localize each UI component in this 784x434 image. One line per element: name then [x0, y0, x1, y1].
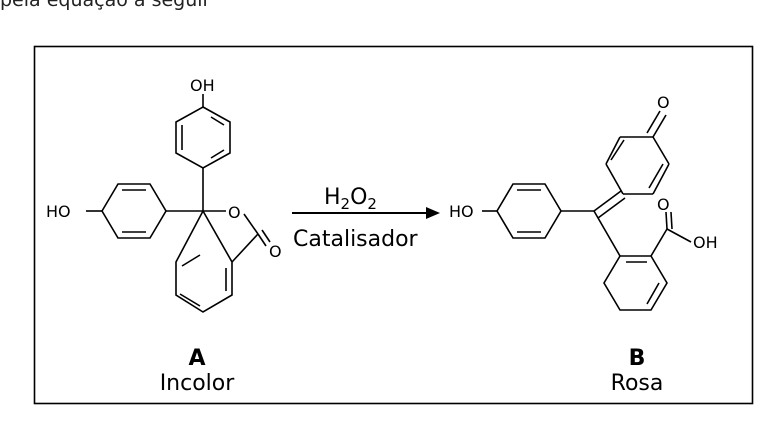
atom-o-quinone: O	[657, 93, 670, 112]
reaction-arrow	[292, 207, 440, 219]
top-phenol-ring	[175, 106, 231, 169]
catalyst-label: Catalisador	[293, 227, 419, 252]
compound-b-letter: B	[629, 346, 646, 371]
atom-oh-top: OH	[190, 76, 215, 95]
atom-oh-acid: OH	[693, 233, 718, 252]
b-benzoic-ring	[603, 255, 668, 311]
fused-benzene-ring	[175, 209, 233, 313]
compound-a-letter: A	[188, 346, 205, 371]
cropped-top-text: pela equação a seguir	[0, 0, 211, 11]
reagent-formula: H2O2	[324, 185, 377, 213]
scheme-frame	[33, 45, 754, 405]
atom-o-acid: O	[657, 195, 670, 214]
atom-ho-left: HO	[46, 202, 71, 221]
left-phenol-ring	[101, 183, 167, 239]
b-phenol-ring	[496, 183, 562, 239]
atom-o-carbonyl: O	[269, 242, 282, 261]
atom-o-ring: O	[228, 203, 241, 222]
compound-b-structure	[482, 110, 692, 311]
compound-a-structure	[86, 94, 271, 313]
compound-a-name: Incolor	[160, 371, 236, 396]
compound-b-name: Rosa	[611, 371, 664, 396]
atom-ho-b: HO	[449, 202, 474, 221]
